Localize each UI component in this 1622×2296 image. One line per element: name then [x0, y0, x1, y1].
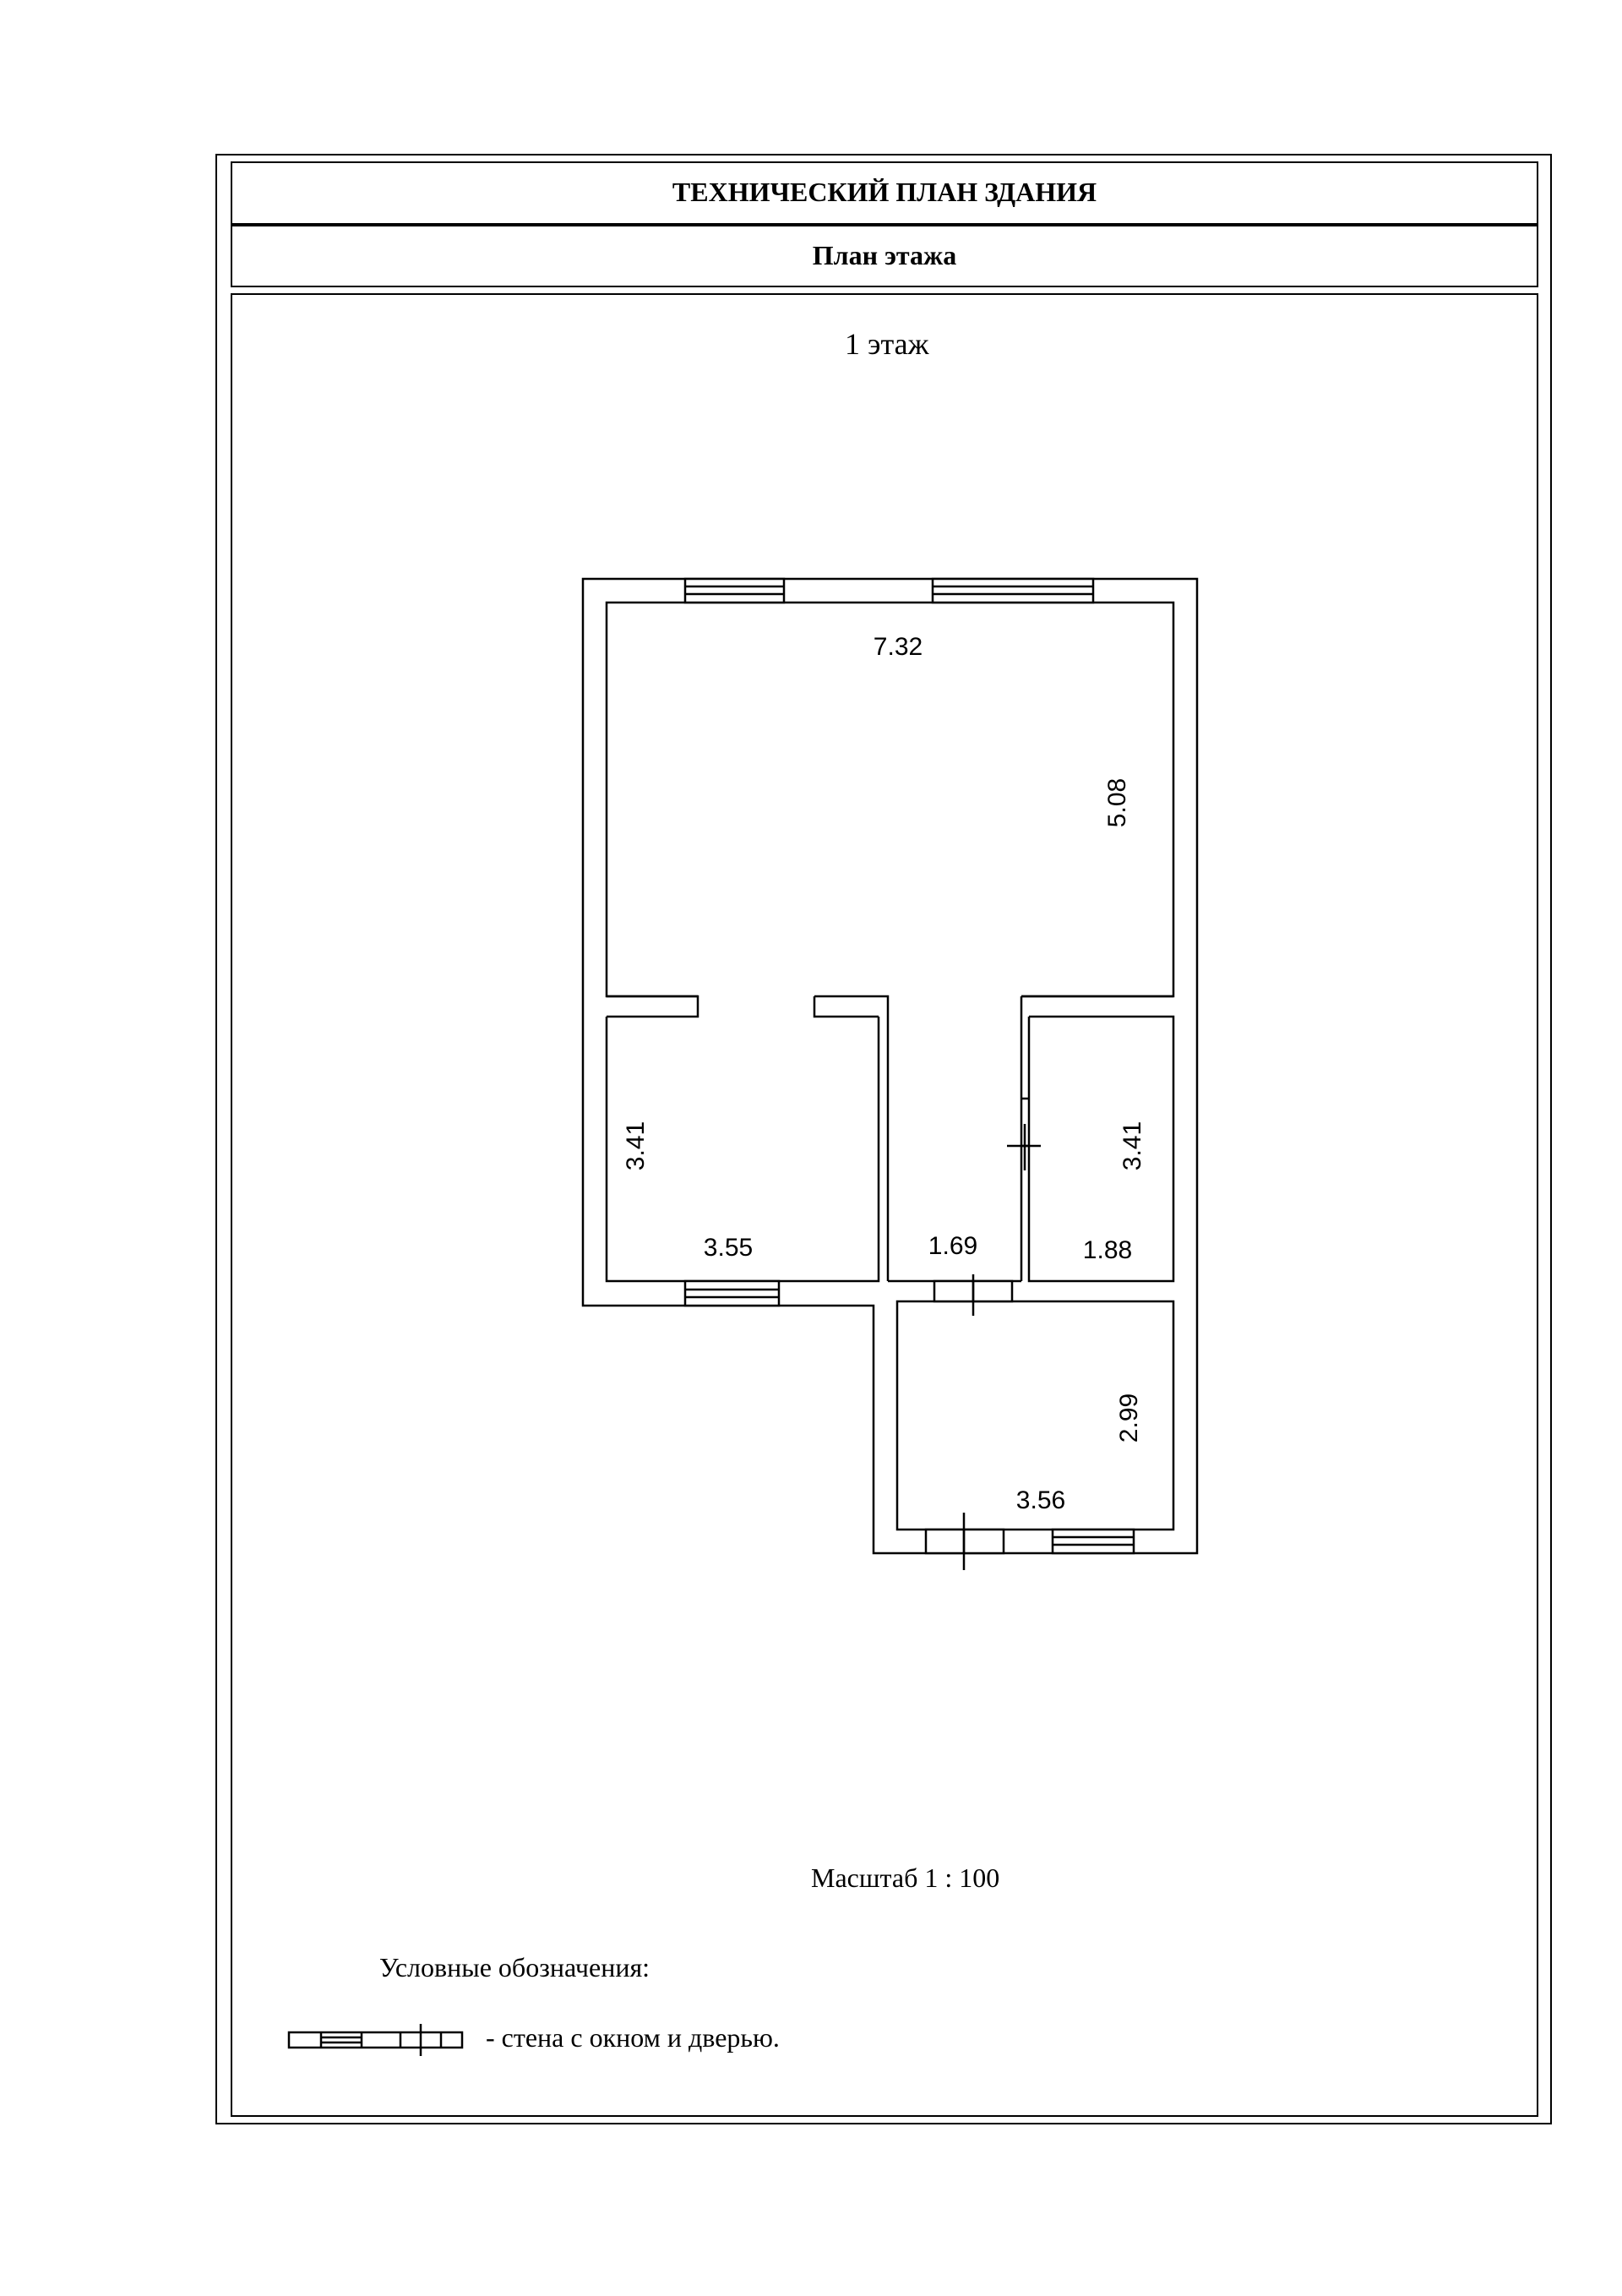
- window-top-left: [683, 577, 786, 604]
- scale-label: Масштаб 1 : 100: [811, 1862, 1000, 1893]
- door-right-room: [1007, 1097, 1041, 1170]
- door-corridor-annex: [933, 1274, 1014, 1316]
- dim-main-hall-depth: 5.08: [1103, 778, 1131, 827]
- window-left-room: [683, 1279, 781, 1307]
- partition-stub-left: [607, 995, 699, 1018]
- document-subtitle: План этажа: [812, 240, 957, 270]
- subtitle-block: План этажа: [231, 225, 1538, 287]
- window-annex: [1051, 1528, 1135, 1555]
- title-block: ТЕХНИЧЕСКИЙ ПЛАН ЗДАНИЯ: [231, 161, 1538, 225]
- legend-wall-description: - стена с окном и дверью.: [486, 2022, 780, 2053]
- dim-annex-width: 3.56: [1016, 1486, 1065, 1514]
- dim-left-room-depth: 3.41: [622, 1121, 650, 1170]
- legend-title: Условные обозначения:: [379, 1952, 650, 1982]
- main-hall-wall: [605, 601, 1175, 998]
- dim-annex-depth: 2.99: [1115, 1393, 1143, 1442]
- partition-stub-right: [1020, 995, 1175, 1283]
- dim-right-room-width: 1.88: [1083, 1236, 1132, 1264]
- dim-left-room-width: 3.55: [704, 1234, 753, 1262]
- window-top-right: [931, 577, 1095, 604]
- dim-right-room-depth: 3.41: [1119, 1121, 1146, 1170]
- partition-stub-mid: [813, 995, 890, 1281]
- sheet-outer-frame: [215, 154, 1552, 2124]
- annex-room-wall: [895, 1300, 1175, 1531]
- drawing-area: [231, 293, 1538, 2117]
- door-annex-entrance: [924, 1513, 1005, 1570]
- legend-wall-symbol: [287, 2024, 464, 2056]
- exterior-wall-outer: [581, 577, 1199, 1555]
- document-title: ТЕХНИЧЕСКИЙ ПЛАН ЗДАНИЯ: [672, 177, 1097, 207]
- floor-label: 1 этаж: [845, 327, 929, 361]
- dim-corridor-width: 1.69: [928, 1232, 977, 1260]
- dim-main-hall-width: 7.32: [874, 633, 923, 661]
